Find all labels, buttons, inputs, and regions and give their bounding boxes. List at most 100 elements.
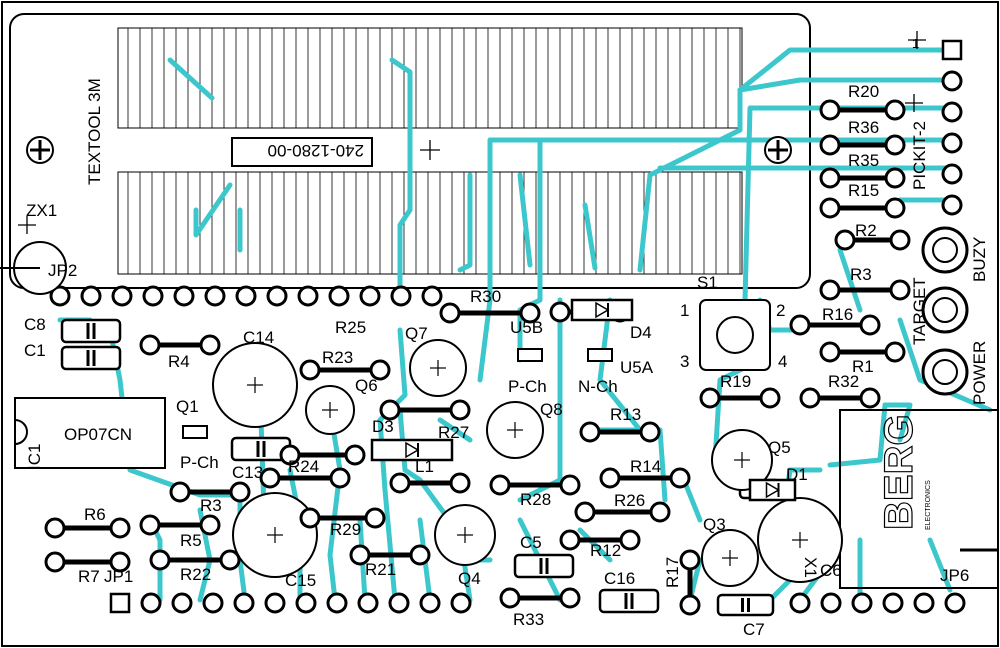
component-label: U5B [510,318,543,337]
round-pad [799,387,821,409]
round-pad [599,467,621,489]
round-pad [884,341,906,363]
round-pad [326,592,348,614]
round-pad [199,334,221,356]
round-pad [204,285,226,307]
socket-slot-lines [127,28,741,274]
round-pad [109,551,131,573]
round-pad [329,467,351,489]
socket-brand-label: TEXTOOL 3M [85,78,104,185]
round-pad [299,507,321,529]
component-label: C15 [285,571,316,590]
round-pad [349,544,371,566]
components [0,39,969,617]
component-label: R22 [180,565,211,584]
round-pad [139,334,161,356]
round-pad [820,592,842,614]
round-pad [44,551,66,573]
round-pad [679,549,701,571]
component-label: Q7 [405,324,428,343]
component-label: JP2 [48,261,77,280]
round-pad [679,594,701,616]
round-pad [449,472,471,494]
component-label: R21 [365,560,396,579]
round-pad [884,167,906,189]
square-pad [109,592,131,614]
round-pad [139,514,161,536]
component-label: OP07CN [64,425,132,444]
component-label: Q5 [768,438,791,457]
component-label: R29 [330,520,361,539]
component-label: R3 [850,265,872,284]
component-label: D3 [372,417,394,436]
component-label: R2 [855,221,877,240]
component-label: R25 [335,318,366,337]
diode-body [570,298,634,322]
round-pad [882,592,904,614]
round-pad [49,285,71,307]
round-pad [450,592,472,614]
round-pad [489,474,511,496]
component-label: R4 [168,352,190,371]
fiducial-marks [18,31,926,234]
round-pad [559,474,581,496]
component-label: JP6 [940,566,969,585]
round-pad [941,194,963,216]
round-pad [819,134,841,156]
round-pad [140,592,162,614]
component-label: R3 [200,496,222,515]
component-label: S1 [697,273,718,292]
round-pad [379,399,401,421]
round-pad [171,592,193,614]
square-pad [941,39,963,61]
round-pad [619,529,641,551]
component-label: TARGET [910,277,929,345]
component-label: R1 [852,357,874,376]
round-pad [235,285,257,307]
component-label: D1 [786,465,808,484]
round-pad [388,592,410,614]
component-label: IC1 [25,444,44,470]
ic1-outline [14,397,166,469]
round-pad [859,387,881,409]
component-label: 3 [680,352,689,371]
component-label: R23 [322,348,353,367]
round-pad [579,421,601,443]
component-label: C8 [24,315,46,334]
round-pad [419,592,441,614]
component-label: R15 [848,181,879,200]
component-label: N-Ch [578,377,618,396]
component-label: R32 [828,372,859,391]
round-pad [649,501,671,523]
round-pad [819,197,841,219]
round-pad [913,592,935,614]
component-label: R12 [590,541,621,560]
sot-package [517,348,543,362]
round-pad [574,501,596,523]
round-pad [173,285,195,307]
round-pad [941,132,963,154]
round-pad [279,444,301,466]
component-label: BUZY [970,237,989,282]
component-label: R26 [614,491,645,510]
component-label: R30 [470,287,501,306]
round-pad [449,399,471,421]
component-label: JP1 [104,567,133,586]
socket-lower-slot [117,171,743,275]
svg-text:240-1280-00: 240-1280-00 [268,141,364,160]
component-label: R5 [180,531,202,550]
round-pad [519,302,541,324]
round-pad [639,421,661,443]
component-label: C16 [604,569,635,588]
round-pad [941,101,963,123]
round-pad [344,444,366,466]
socket-part-number: 240-1280-00 [231,137,373,167]
led-ring [921,226,969,274]
component-label: C5 [520,533,542,552]
round-pad [297,285,319,307]
round-pad [944,592,966,614]
round-pad [357,592,379,614]
component-label: Q1 [176,397,199,416]
round-pad [819,279,841,301]
